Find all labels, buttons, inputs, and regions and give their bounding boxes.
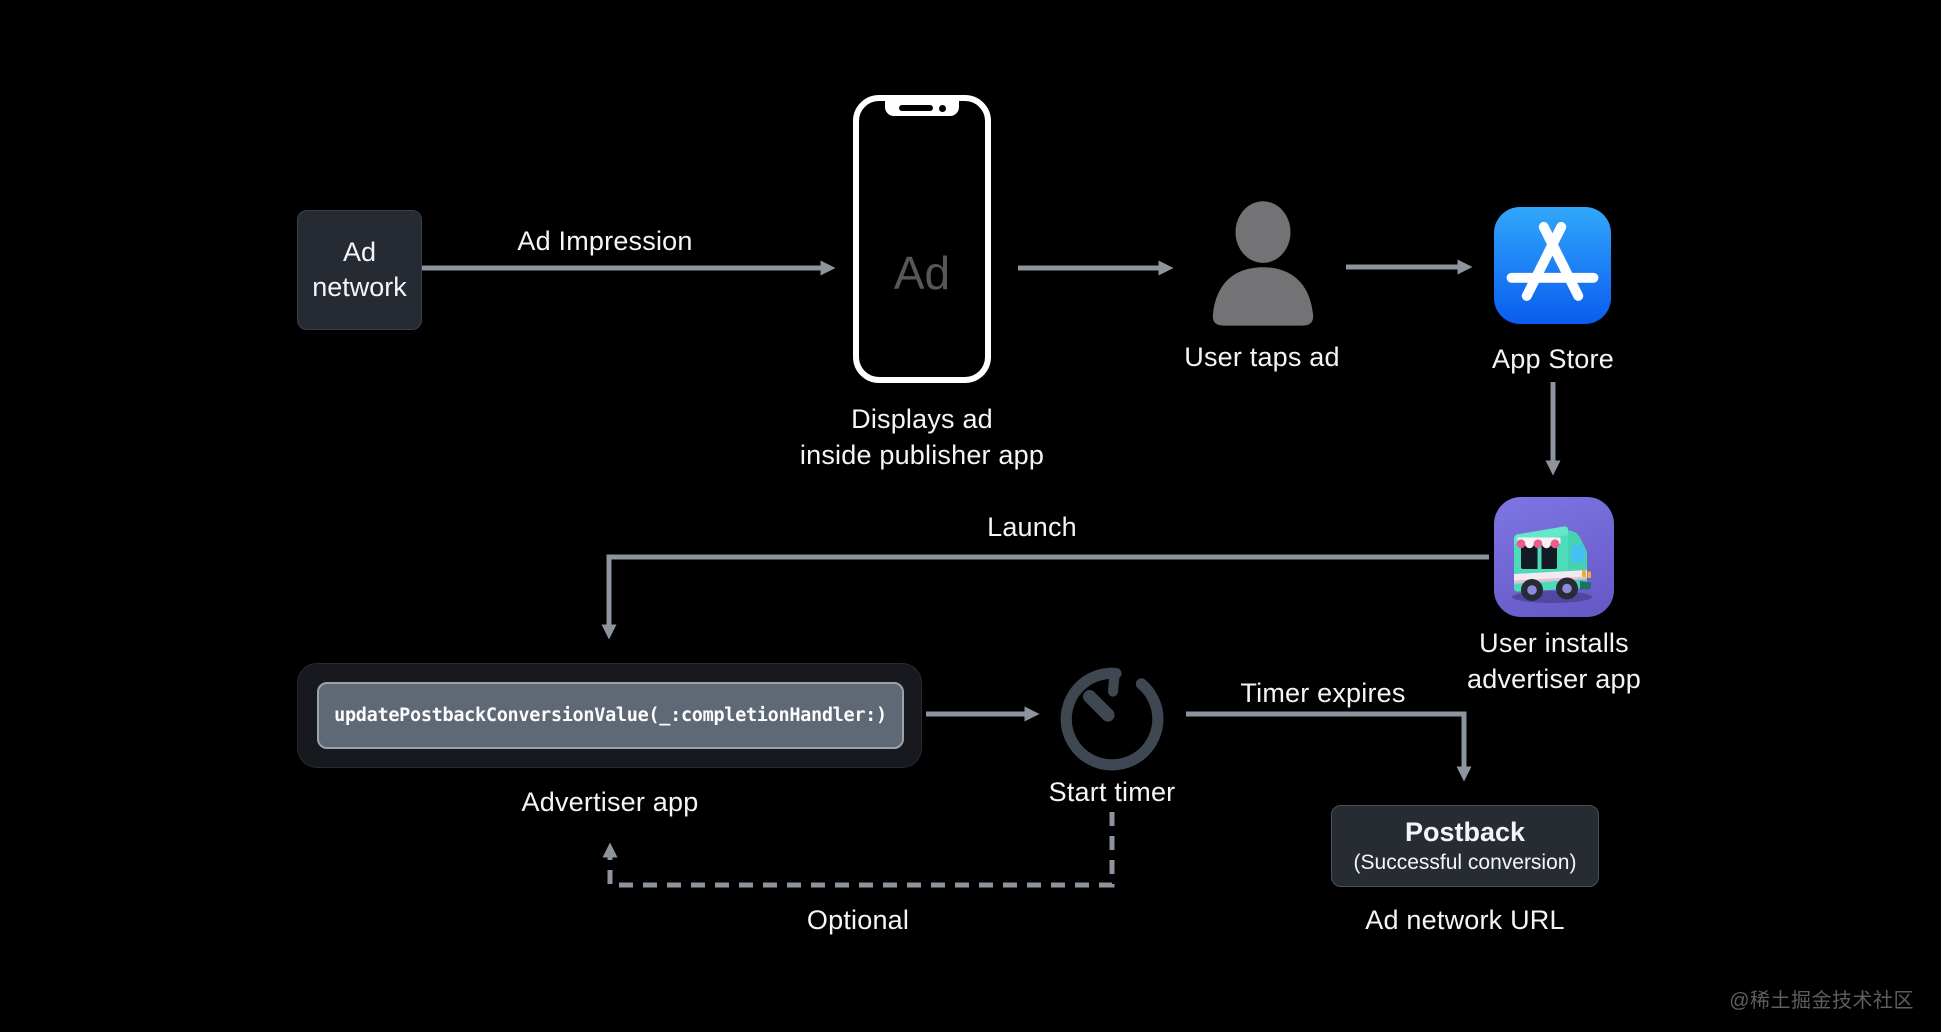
food-truck-glyph [1512,526,1592,603]
launch-label: Launch [987,512,1077,542]
update-postback-code: updatePostbackConversionValue(_:completi… [334,705,887,726]
ad-impression-label: Ad Impression [517,226,693,256]
phone-speaker [898,105,933,111]
postback-title: Postback [1404,817,1526,848]
arrow-timer-expires [1186,711,1472,782]
watermark: @稀土掘金技术社区 [1729,990,1914,1012]
ad-network-label-line2: network [312,272,407,302]
person-icon [1212,201,1314,326]
phone-caption-line2: inside publisher app [799,439,1045,470]
ad-network-label-line1: Ad [342,236,377,267]
code-panel: updatePostbackConversionValue(_:completi… [317,682,904,749]
arrow-launch [601,554,1489,640]
timer-expires-label: Timer expires [1240,678,1406,708]
install-caption: User installs advertiser app [1467,626,1641,697]
postback-box: Postback (Successful conversion) [1331,805,1599,887]
optional-label: Optional [806,905,910,935]
phone-screen-ad-label: Ad [893,247,951,299]
phone-caption: Displays ad inside publisher app [800,402,1044,473]
timer-icon [1060,667,1164,771]
start-timer-label: Start timer [1048,777,1176,807]
ad-network-box: Ad network [297,210,422,330]
install-caption-line2: advertiser app [1467,663,1641,694]
phone-caption-line1: Displays ad [851,404,993,434]
user-taps-ad-label: User taps ad [1184,342,1340,372]
postback-subtitle: (Successful conversion) [1353,850,1577,874]
phone-icon: Ad [853,95,991,383]
app-store-icon [1494,207,1611,324]
arrow-optional-dashed [602,812,1115,888]
advertiser-app-box: updatePostbackConversionValue(_:completi… [297,663,922,768]
app-store-label: App Store [1492,344,1614,374]
ad-network-url-label: Ad network URL [1365,905,1565,935]
phone-notch [885,100,959,116]
advertiser-app-icon [1494,497,1614,617]
advertiser-app-label: Advertiser app [521,787,699,817]
app-store-glyph [1506,221,1599,301]
install-caption-line1: User installs [1479,628,1629,658]
phone-camera [938,104,946,112]
